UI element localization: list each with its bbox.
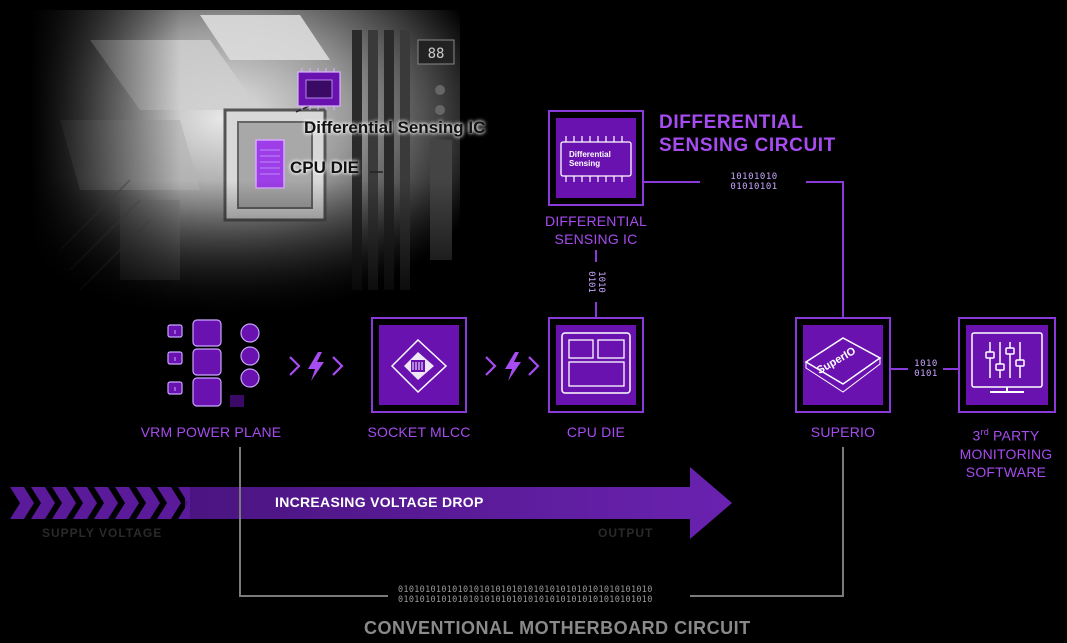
binary-top: 10101010 01010101 <box>714 172 794 192</box>
vrm-label: VRM POWER PLANE <box>140 424 282 440</box>
ghost-left-label: SUPPLY VOLTAGE <box>42 526 163 540</box>
ghost-right-label: OUTPUT <box>598 526 654 540</box>
binary-vertical-line1: 1010 <box>596 271 606 293</box>
motherboard-image: 88 <box>30 10 460 320</box>
binary-right-line2: 0101 <box>914 369 938 379</box>
binary-right-line1: 1010 <box>914 359 938 369</box>
software-label-line3: SOFTWARE <box>965 463 1047 480</box>
vrm-icon <box>167 319 260 407</box>
binary-bottom-line1: 0101010101010101010101010101010101010101… <box>398 585 653 595</box>
section-title-line2: SENSING CIRCUIT <box>659 135 836 156</box>
cpu-die-box <box>548 317 644 413</box>
sensing-chip-text-line1: Differential <box>569 150 611 159</box>
socket-mlcc-label: SOCKET MLCC <box>367 424 471 440</box>
superio-label: SUPERIO <box>810 424 876 440</box>
sensing-ic-label-line1: DIFFERENTIAL <box>545 213 647 229</box>
binary-vertical-line2: 0101 <box>586 271 596 293</box>
board-sensing-ic-chip <box>295 68 341 113</box>
cpu-die-label: CPU DIE <box>566 424 626 440</box>
sensing-chip-text: Differential Sensing <box>569 150 611 168</box>
software-label-sup: rd <box>980 427 989 437</box>
footer-label: CONVENTIONAL MOTHERBOARD CIRCUIT <box>364 618 751 638</box>
software-label-line1: 3rd PARTY <box>946 423 1066 445</box>
binary-right: 1010 0101 <box>906 359 946 379</box>
software-label: 3rd PARTY MONITORING SOFTWARE <box>946 423 1066 481</box>
software-label-line2: MONITORING <box>959 445 1053 462</box>
software-label-party: PARTY <box>988 427 1040 444</box>
board-sensing-ic-label: Differential Sensing IC <box>304 118 486 137</box>
section-title-line1: DIFFERENTIAL <box>659 112 804 133</box>
sensing-connectors <box>595 181 958 370</box>
sensing-ic-label-line2: SENSING IC <box>554 231 638 247</box>
binary-top-line2: 01010101 <box>730 182 778 192</box>
socket-mlcc-box <box>371 317 467 413</box>
binary-top-line1: 10101010 <box>730 172 778 182</box>
superio-box <box>795 317 891 413</box>
binary-bottom-line2: 0101010101010101010101010101010101010101… <box>398 595 653 605</box>
monitoring-software-box <box>958 317 1056 413</box>
sensing-ic-label: DIFFERENTIAL SENSING IC <box>536 212 656 248</box>
binary-bottom: 0101010101010101010101010101010101010101… <box>398 585 653 605</box>
software-label-ordinal: 3 <box>972 427 981 444</box>
sensing-chip-text-line2: Sensing <box>569 159 601 168</box>
binary-vertical: 1010 0101 <box>586 262 606 302</box>
bolt-icon <box>505 352 521 381</box>
conventional-circuit-lines <box>239 447 844 597</box>
arrow-label: INCREASING VOLTAGE DROP <box>275 494 484 510</box>
sensing-ic-box <box>548 110 644 206</box>
flow-chevrons <box>289 356 540 376</box>
section-title: DIFFERENTIAL SENSING CIRCUIT <box>659 111 836 157</box>
board-cpu-die-label: CPU DIE <box>290 158 359 177</box>
bolt-icon <box>308 352 324 381</box>
voltage-drop-arrow <box>10 467 732 539</box>
